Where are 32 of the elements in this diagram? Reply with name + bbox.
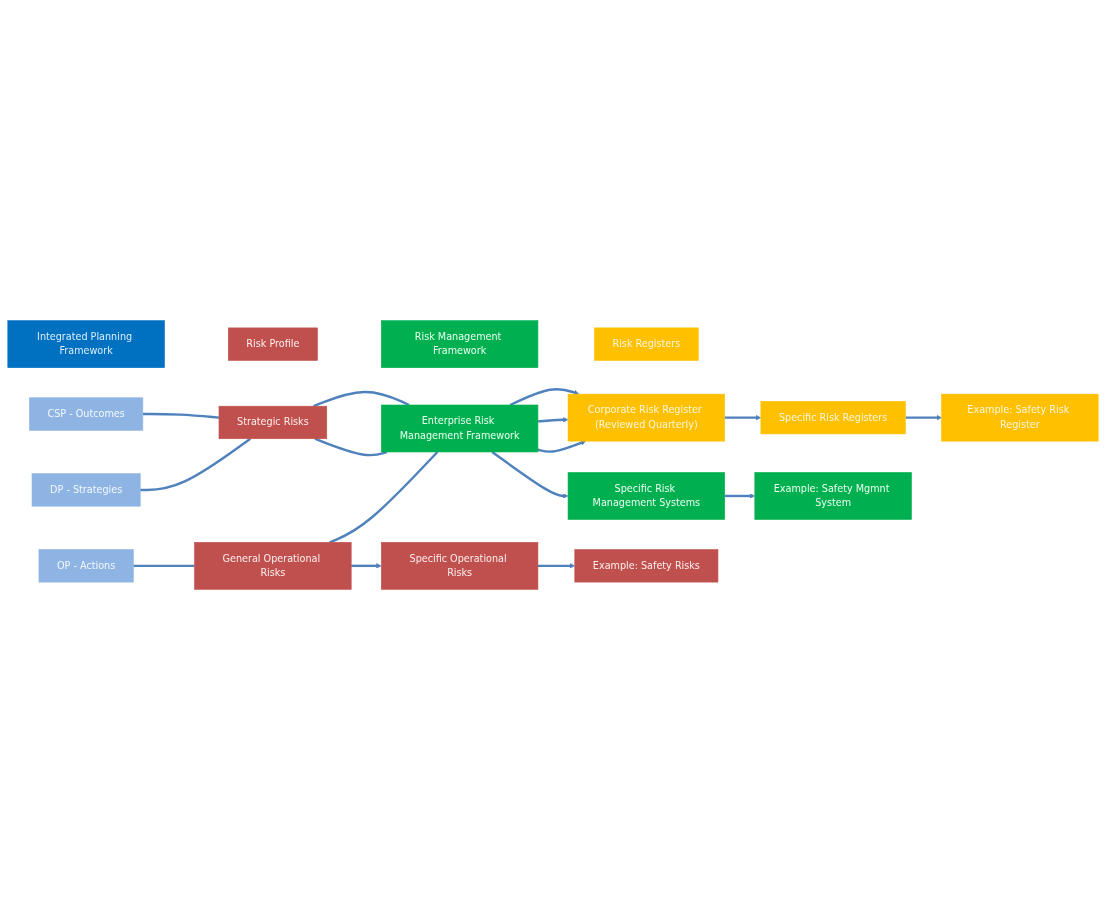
node-box: Example: Safety Risks (574, 549, 719, 583)
arrow (537, 440, 586, 453)
node-box: Specific Risk Management Systems (567, 472, 725, 520)
connector (140, 437, 252, 492)
arrow (724, 493, 756, 499)
arrow (724, 415, 762, 421)
arrow (537, 563, 576, 569)
connector (142, 412, 220, 419)
node-box: Risk Profile (228, 327, 318, 361)
node-box: OP - Actions (38, 549, 134, 583)
arrow (905, 415, 942, 421)
node-box: Example: Safety Risk Register (941, 393, 1099, 442)
node-box: Specific Operational Risks (381, 542, 539, 590)
connector (313, 390, 410, 408)
arrow (509, 387, 580, 407)
node-box: General Operational Risks (194, 542, 352, 590)
node-box: Specific Risk Registers (760, 401, 906, 435)
node-box: DP - Strategies (31, 473, 141, 507)
arrow (491, 451, 569, 499)
connector (314, 437, 388, 457)
node-box: CSP - Outcomes (29, 397, 144, 431)
node-box: Corporate Risk Register (Reviewed Quarterly) (567, 393, 725, 442)
node-box: Example: Safety Mgmnt System (754, 472, 912, 520)
node-box: Risk Registers (594, 327, 699, 361)
node-box: Risk Management Framework (381, 320, 539, 368)
connector (133, 564, 195, 568)
arrow (351, 563, 382, 569)
arrow (537, 417, 569, 423)
connector (329, 451, 439, 544)
node-box: Enterprise Risk Management Framework (381, 404, 539, 453)
node-box: Integrated Planning Framework (7, 320, 165, 368)
node-box: Strategic Risks (218, 405, 328, 440)
